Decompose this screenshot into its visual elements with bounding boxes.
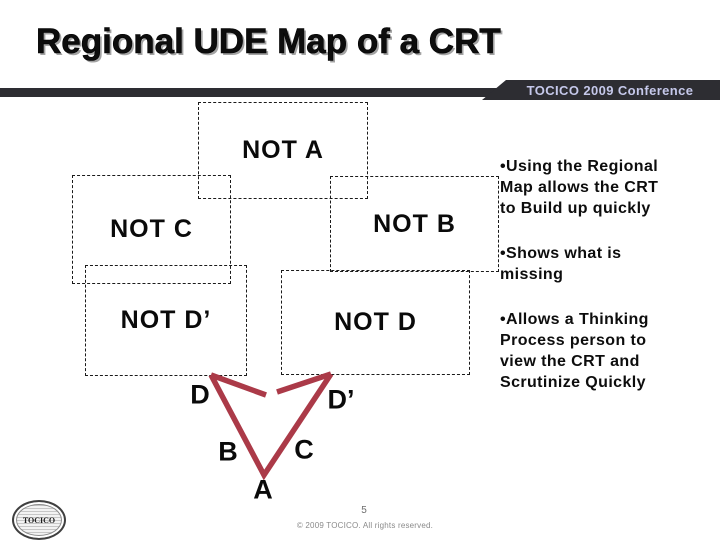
udebox-not-b: NOT B (330, 176, 499, 272)
tocico-logo: TOCICO (12, 500, 66, 540)
bullet-line: Process person to (500, 332, 647, 349)
page-number: 5 (361, 505, 367, 516)
tocico-logo-text: TOCICO (22, 515, 56, 525)
copyright-notice: © 2009 TOCICO. All rights reserved. (296, 521, 434, 530)
udebox-not-d-label: NOT D (334, 308, 417, 336)
entity-letter-c: C (294, 434, 314, 465)
udebox-not-d: NOT D (281, 270, 470, 375)
udebox-not-c-label: NOT C (110, 215, 193, 243)
udebox-not-d-prime: NOT D’ (85, 265, 247, 376)
header-rule-bar (0, 88, 500, 97)
entity-letter-b: B (218, 436, 238, 467)
entity-letter-d-prime: D’ (327, 384, 355, 415)
slide-title: Regional UDE Map of a CRT (36, 22, 501, 62)
udebox-not-b-label: NOT B (373, 209, 456, 238)
arrow-inner-left-line (210, 372, 267, 398)
udebox-not-d-prime-label: NOT D’ (120, 306, 212, 334)
bullet-line: •Allows a Thinking (500, 311, 649, 328)
bullet-line: •Shows what is (500, 245, 622, 262)
bullet-line: to Build up quickly (500, 200, 651, 217)
bullet-text-block: •Using the Regional Map allows the CRT t… (500, 156, 710, 417)
entity-letter-d: D (190, 379, 210, 410)
entity-letter-a: A (253, 474, 273, 505)
bullet-using-regional-map: •Using the Regional Map allows the CRT t… (500, 156, 710, 219)
bullet-shows-missing: •Shows what is missing (500, 243, 710, 285)
bullet-line: Map allows the CRT (500, 179, 659, 196)
conference-banner-label: TOCICO 2009 Conference (526, 82, 694, 98)
udebox-not-c: NOT C (72, 175, 231, 284)
udebox-not-a: NOT A (198, 102, 368, 199)
bullet-line: view the CRT and (500, 353, 640, 370)
arrow-inner-right-line (276, 371, 332, 395)
bullet-line: •Using the Regional (500, 158, 659, 175)
udebox-not-a-label: NOT A (242, 136, 324, 164)
bullet-line: missing (500, 266, 564, 283)
bullet-line: Scrutinize Quickly (500, 374, 646, 391)
bullet-allows-scrutinize: •Allows a Thinking Process person to vie… (500, 309, 710, 393)
conference-banner: TOCICO 2009 Conference (482, 80, 720, 100)
